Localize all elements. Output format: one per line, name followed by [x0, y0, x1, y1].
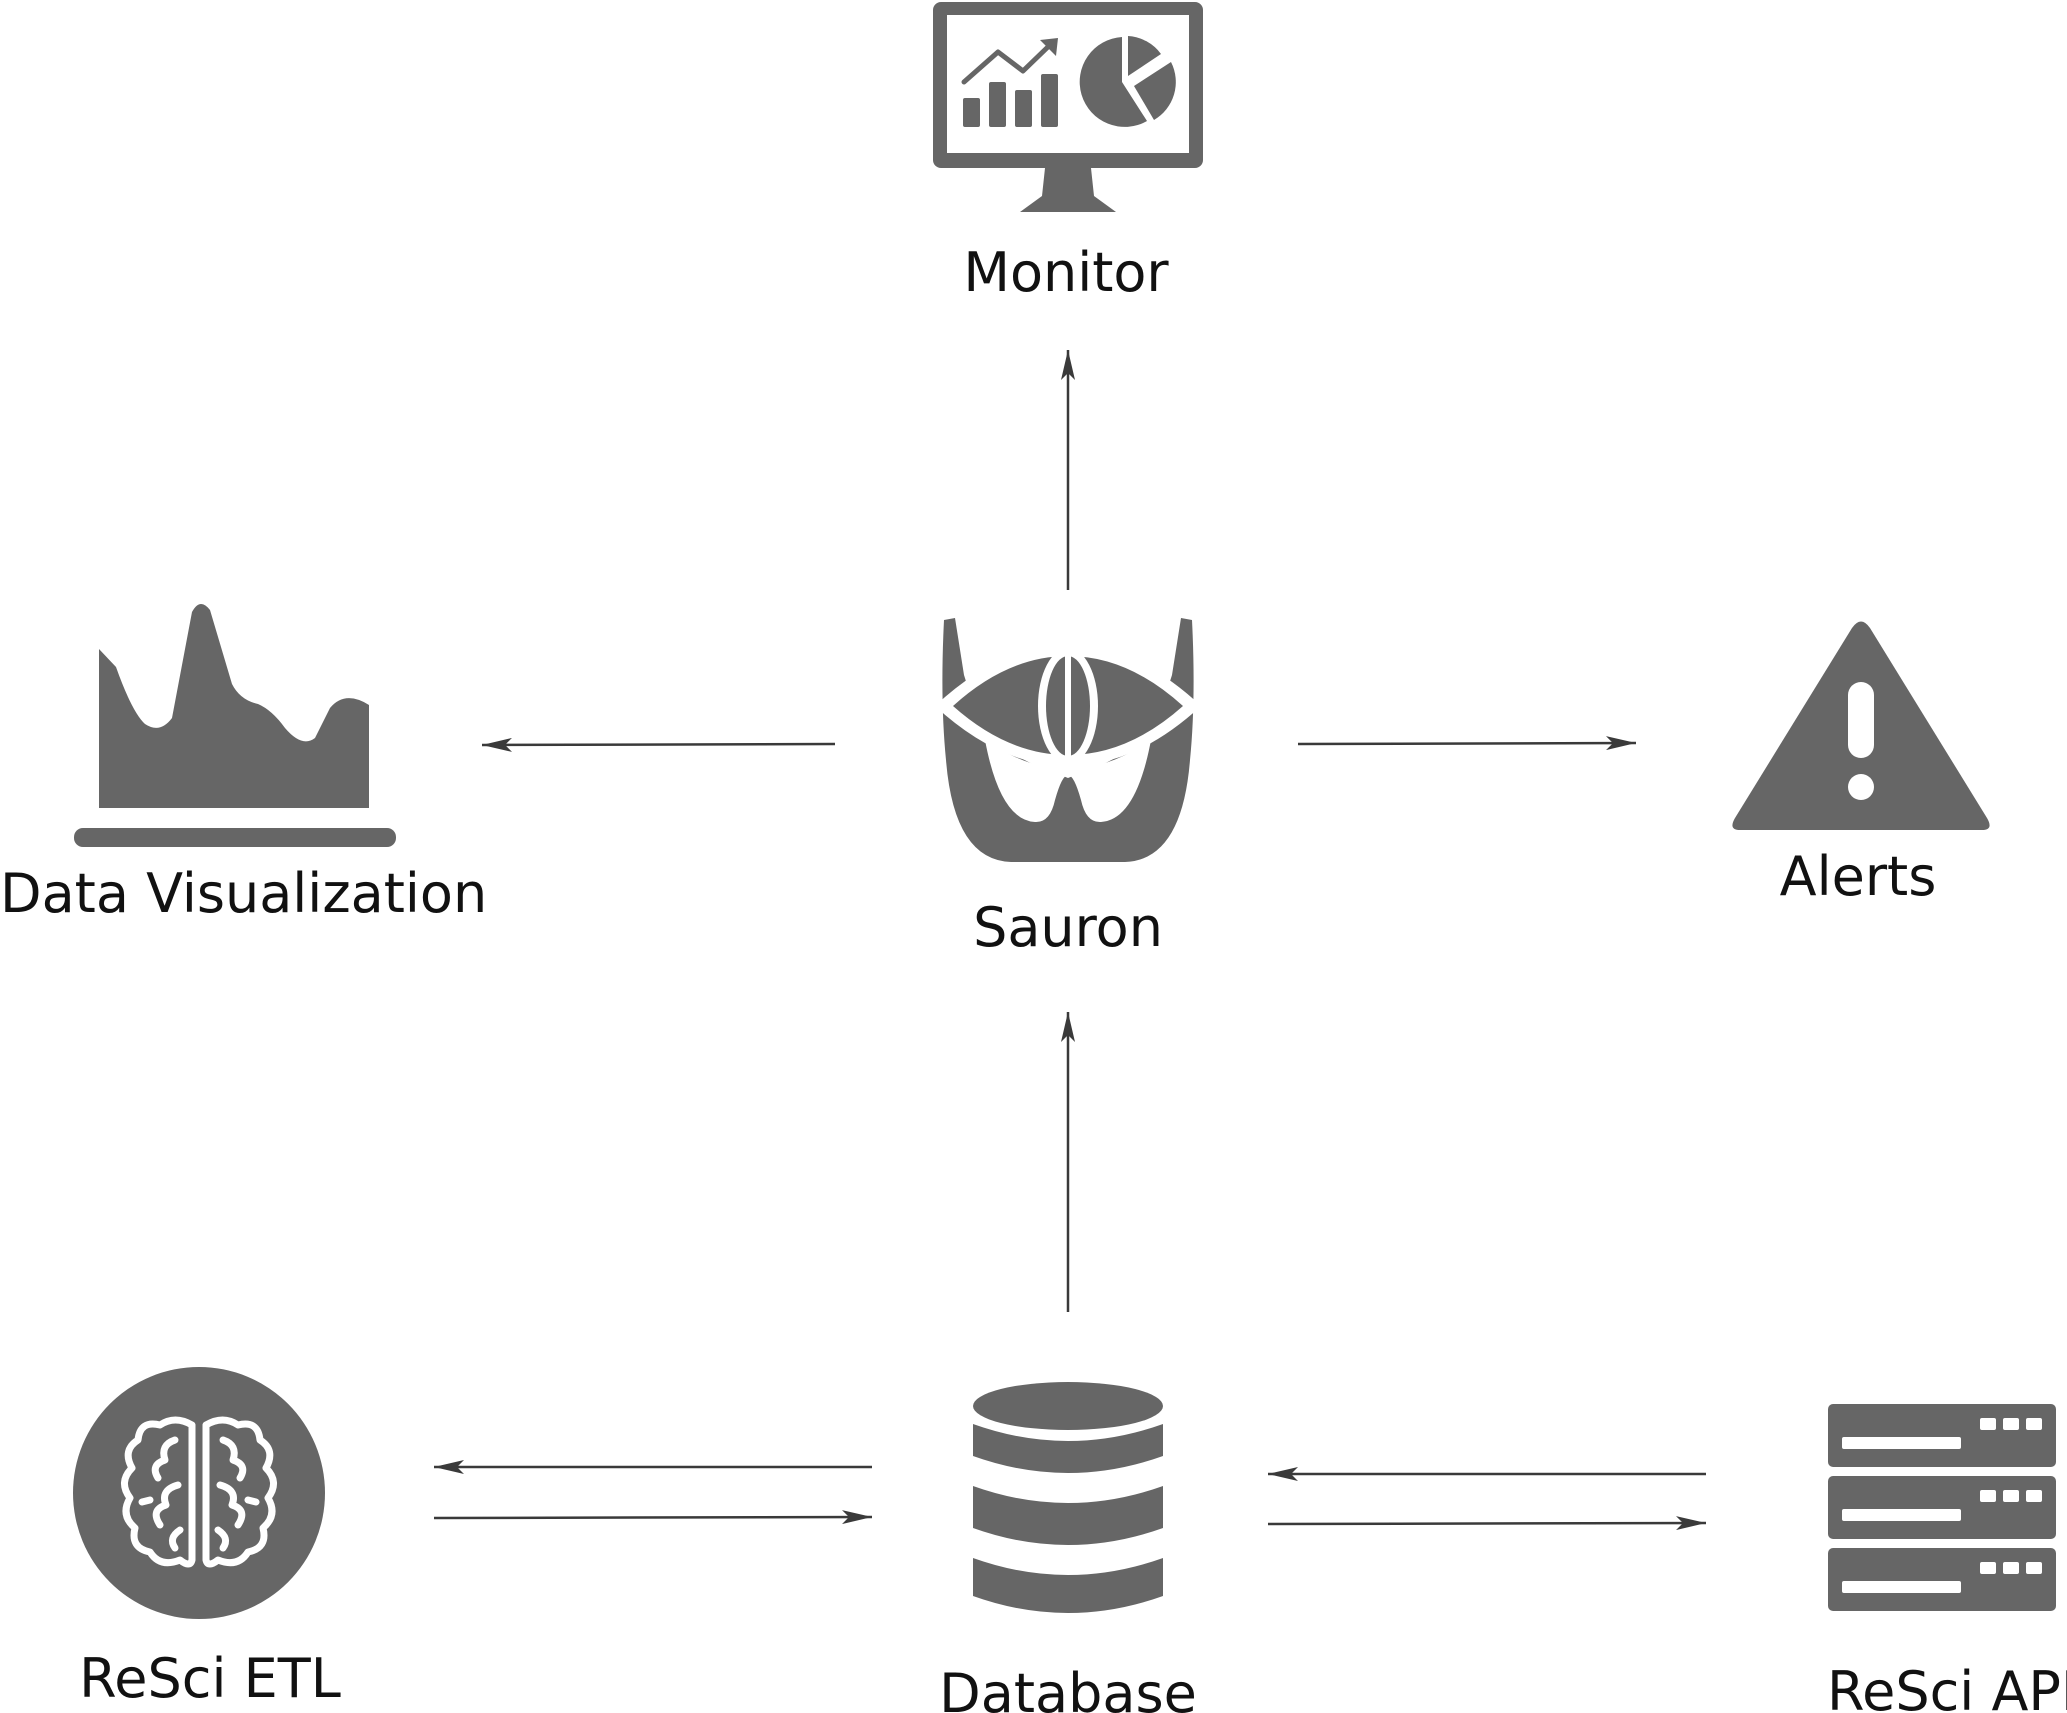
monitor-label: Monitor [963, 241, 1169, 304]
edges [433, 350, 1707, 1531]
node-data-visualization: Data Visualization [0, 603, 487, 925]
sauron-label: Sauron [973, 896, 1163, 959]
node-database: Database [939, 1382, 1197, 1713]
warning-triangle-icon [1732, 621, 1990, 830]
brain-icon [73, 1367, 325, 1619]
data-visualization-label: Data Visualization [0, 862, 487, 925]
edge-resci-etl-to-database [433, 1510, 873, 1525]
edge-sauron-to-data-visualization [481, 737, 836, 752]
resci-etl-label: ReSci ETL [79, 1647, 341, 1710]
edge-sauron-to-alerts [1297, 736, 1637, 751]
server-rack-icon [1828, 1404, 2056, 1611]
alerts-label: Alerts [1780, 845, 1937, 908]
node-sauron: Sauron [935, 618, 1201, 959]
database-label: Database [939, 1662, 1197, 1713]
monitor-dashboard-icon [933, 2, 1203, 212]
sauron-eye-icon [935, 618, 1201, 862]
edge-database-to-resci-api [1267, 1516, 1707, 1531]
node-resci-api: ReSci API [1827, 1404, 2067, 1713]
area-chart-icon [74, 603, 396, 847]
node-alerts: Alerts [1732, 621, 1990, 908]
node-resci-etl: ReSci ETL [73, 1367, 341, 1710]
node-monitor: Monitor [933, 2, 1203, 304]
database-icon [973, 1382, 1163, 1613]
resci-api-label: ReSci API [1827, 1660, 2067, 1713]
